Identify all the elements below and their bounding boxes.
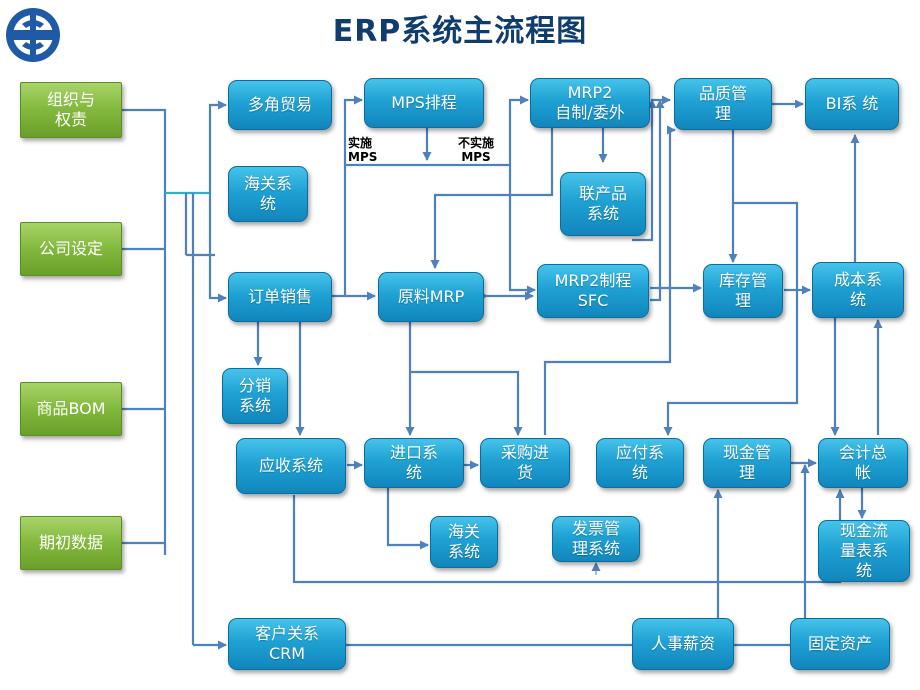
node-cost[interactable]: 成本系 统 [812,262,904,318]
page-title: ERP系统主流程图 [332,14,588,49]
source-initial-data[interactable]: 期初数据 [20,516,122,570]
node-quality[interactable]: 品质管 理 [674,78,772,130]
node-cashflow[interactable]: 现金流 量表系 统 [818,520,910,582]
node-purchase[interactable]: 采购进 货 [480,438,570,488]
node-crm[interactable]: 客户关系 CRM [228,618,346,670]
label-implement-mps: 实施 MPS [348,136,378,165]
node-distribution[interactable]: 分销 系统 [222,368,288,424]
node-mrp2[interactable]: MRP2 自制/委外 [530,78,650,128]
node-general-ledger[interactable]: 会计总 帐 [818,438,908,488]
node-joint-product[interactable]: 联产品 系统 [560,172,646,236]
node-fixed-assets[interactable]: 固定资产 [790,618,890,670]
node-inventory[interactable]: 库存管 理 [703,264,783,318]
node-mps[interactable]: MPS排程 [364,78,484,128]
node-bi[interactable]: BI系 统 [805,78,899,130]
company-logo [6,8,60,62]
source-product-bom[interactable]: 商品BOM [20,382,122,436]
source-company-setup[interactable]: 公司设定 [20,222,122,276]
node-multi-trade[interactable]: 多角贸易 [228,80,332,130]
node-mrp2-sfc[interactable]: MRP2制程 SFC [537,264,649,318]
node-cash[interactable]: 现金管 理 [703,438,791,488]
node-customs-2[interactable]: 海关 系统 [430,516,498,568]
node-payable[interactable]: 应付系 统 [596,438,684,488]
node-material-mrp[interactable]: 原料MRP [378,272,484,322]
node-import[interactable]: 进口系 统 [364,438,464,488]
node-receivable[interactable]: 应收系统 [236,438,346,494]
node-order-sales[interactable]: 订单销售 [228,272,332,322]
node-invoice[interactable]: 发票管 理系统 [552,516,640,562]
node-customs-1[interactable]: 海关系 统 [228,166,308,222]
node-hr-payroll[interactable]: 人事薪资 [632,618,734,670]
label-no-implement-mps: 不实施 MPS [458,136,495,165]
source-org-rights[interactable]: 组织与 权责 [20,82,122,138]
